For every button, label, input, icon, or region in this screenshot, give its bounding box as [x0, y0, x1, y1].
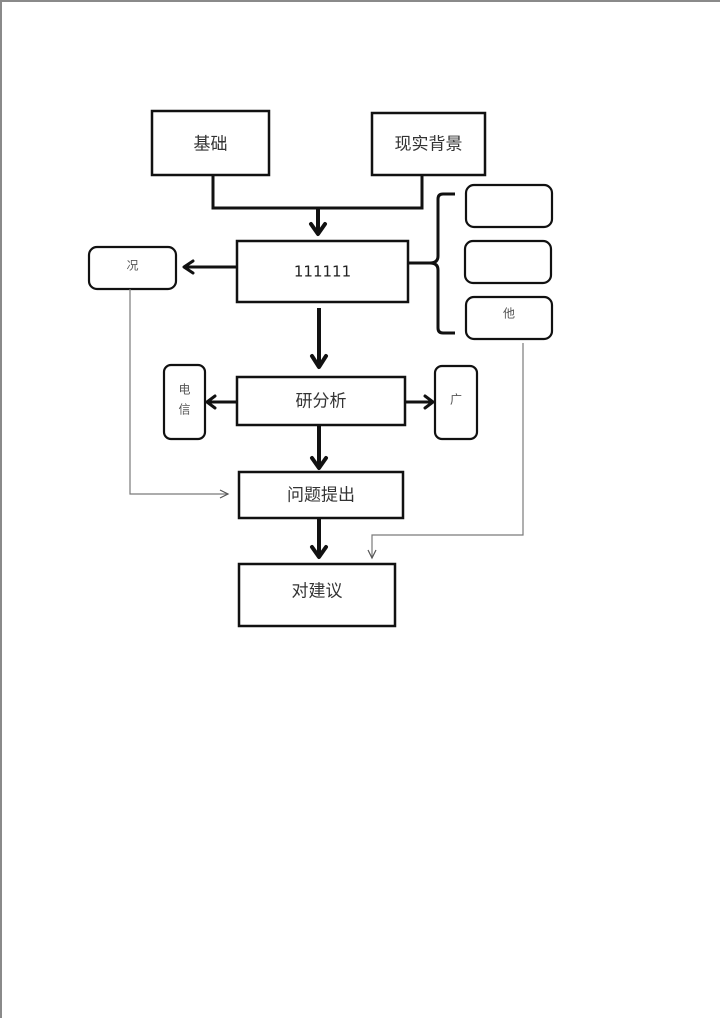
node-box [433, 364, 479, 441]
thin-connector [371, 343, 524, 558]
edge-analysis-problem [310, 425, 328, 470]
edge-center-analysis [310, 308, 328, 369]
arrow-down-icon [367, 549, 377, 560]
node-box [235, 375, 407, 427]
node-branch-other[interactable]: 他 [464, 295, 554, 341]
thin-connector [129, 289, 228, 495]
arrow-down-icon [310, 456, 328, 470]
node-branch-middle[interactable] [463, 239, 553, 285]
node-telecom[interactable]: 电 信 [162, 363, 207, 441]
node-box [464, 295, 554, 341]
node-center[interactable]: 111111 [235, 239, 410, 304]
node-label: 基础 [194, 135, 228, 155]
arrow-left-icon [182, 259, 195, 275]
edge-top-merge [211, 175, 424, 236]
node-box [235, 239, 410, 304]
node-background[interactable]: 现实背景 [370, 111, 487, 177]
edge-analysis-telecom [205, 394, 237, 410]
node-label: 他 [503, 307, 515, 321]
node-analysis[interactable]: 研分析 [235, 375, 407, 427]
node-box [87, 245, 178, 291]
node-label-line1: 电 [178, 383, 190, 397]
edge-other-suggestion [367, 343, 524, 560]
node-situation[interactable]: 况 [87, 245, 178, 291]
edge-analysis-broad [405, 394, 435, 410]
node-problem[interactable]: 问题提出 [237, 470, 405, 520]
edge-center-situation [182, 259, 237, 275]
node-label: 对建议 [292, 582, 343, 602]
node-box [150, 109, 271, 177]
arrow-down-icon [309, 222, 327, 236]
node-label: 现实背景 [395, 135, 463, 155]
arrow-down-icon [310, 354, 328, 369]
node-label: 研分析 [296, 392, 347, 412]
node-label: 问题提出 [287, 486, 355, 506]
node-box [370, 111, 487, 177]
node-broad[interactable]: 广 [433, 364, 479, 441]
arrow-left-icon [205, 394, 217, 410]
node-branch-top[interactable] [464, 183, 554, 229]
node-foundation[interactable]: 基础 [150, 109, 271, 177]
node-box [162, 363, 207, 441]
arrow-right-icon [219, 489, 230, 499]
node-label-line2: 信 [178, 403, 190, 417]
node-label: 广 [450, 393, 462, 407]
edge-problem-suggestion [310, 518, 328, 559]
node-box [464, 183, 554, 229]
node-suggestion[interactable]: 对建议 [237, 562, 397, 628]
edge-brace [408, 192, 455, 335]
brace-icon [429, 192, 455, 335]
edge-situation-problem [129, 289, 230, 499]
merge-connector [211, 175, 424, 210]
arrow-down-icon [310, 545, 328, 559]
arrow-right-icon [423, 394, 435, 410]
node-box [463, 239, 553, 285]
node-label: 况 [126, 259, 138, 273]
node-box [237, 562, 397, 628]
node-label: 111111 [294, 263, 351, 281]
